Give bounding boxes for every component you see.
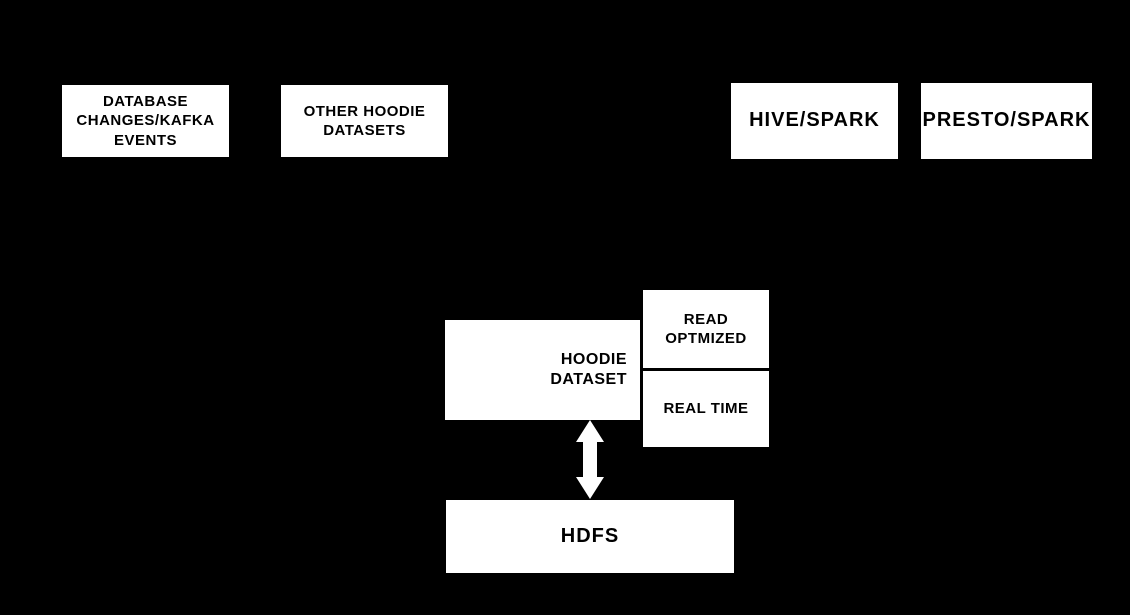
node-label-line: EVENTS <box>113 131 177 149</box>
node-label-line: DATASET <box>550 371 627 388</box>
node-label-line: CHANGES/KAFKA <box>76 112 215 130</box>
node-presto-spark: PRESTO/SPARK <box>921 83 1092 159</box>
node-label: REAL TIME <box>663 400 749 418</box>
node-label-line: HOODIE <box>560 350 627 368</box>
node-label: HIVE/SPARK <box>749 109 880 132</box>
node-label-line: OPTMIZED <box>665 330 747 347</box>
node-database-changes-kafka-events: DATABASE CHANGES/KAFKA EVENTS <box>62 85 229 157</box>
node-label: HDFS <box>560 524 620 547</box>
node-label: PRESTO/SPARK <box>922 109 1091 132</box>
node-hive-spark: HIVE/SPARK <box>731 83 898 159</box>
node-label-line: DATASETS <box>323 122 406 139</box>
node-hoodie-dataset: HOODIE DATASET <box>445 320 640 420</box>
node-label-line: READ <box>683 310 729 328</box>
node-other-hoodie-datasets: OTHER HOODIE DATASETS <box>281 85 448 157</box>
bidirectional-arrow-icon <box>576 420 604 499</box>
node-label-line: OTHER HOODIE <box>303 102 426 120</box>
bidirectional-arrow-shape <box>576 420 604 499</box>
node-label-line: DATABASE <box>102 93 189 111</box>
node-hdfs: HDFS <box>446 500 734 573</box>
node-real-time-view: REAL TIME <box>643 371 769 447</box>
node-read-optimized-view: READ OPTMIZED <box>643 290 769 368</box>
